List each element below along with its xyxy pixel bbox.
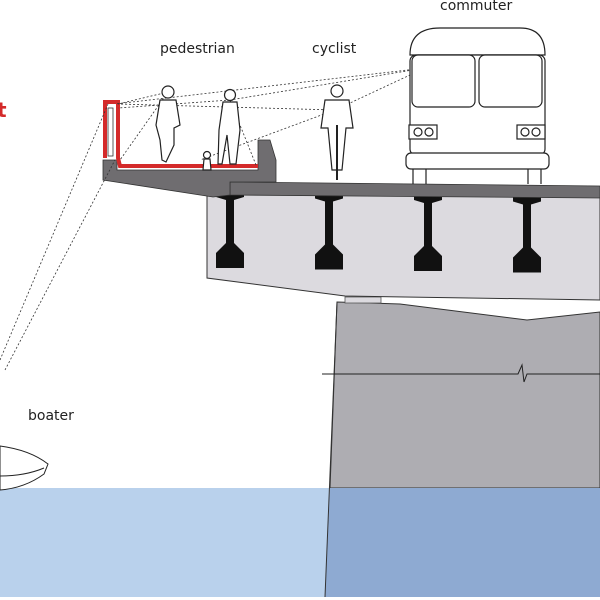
girder: [414, 194, 442, 271]
partial-red-label: t: [0, 98, 7, 122]
cyclist-label: cyclist: [312, 41, 357, 57]
boater-label: boater: [28, 408, 74, 424]
pedestrian-figure: [155, 85, 241, 171]
commuter-label: commuter: [440, 0, 513, 14]
girder: [216, 191, 244, 268]
break-line: [322, 363, 600, 383]
girder: [513, 195, 541, 273]
boat-figure: [0, 445, 49, 491]
bus-figure: [405, 27, 550, 184]
girder: [315, 192, 343, 270]
bearing: [344, 296, 382, 304]
box-girder: [206, 189, 600, 301]
cantilever-slab: [102, 139, 277, 198]
pier: [329, 301, 600, 489]
pier-underwater: [325, 488, 600, 597]
pedestrian-label: pedestrian: [160, 41, 235, 57]
deck-slab: [229, 181, 600, 199]
cyclist-figure: [320, 84, 354, 180]
